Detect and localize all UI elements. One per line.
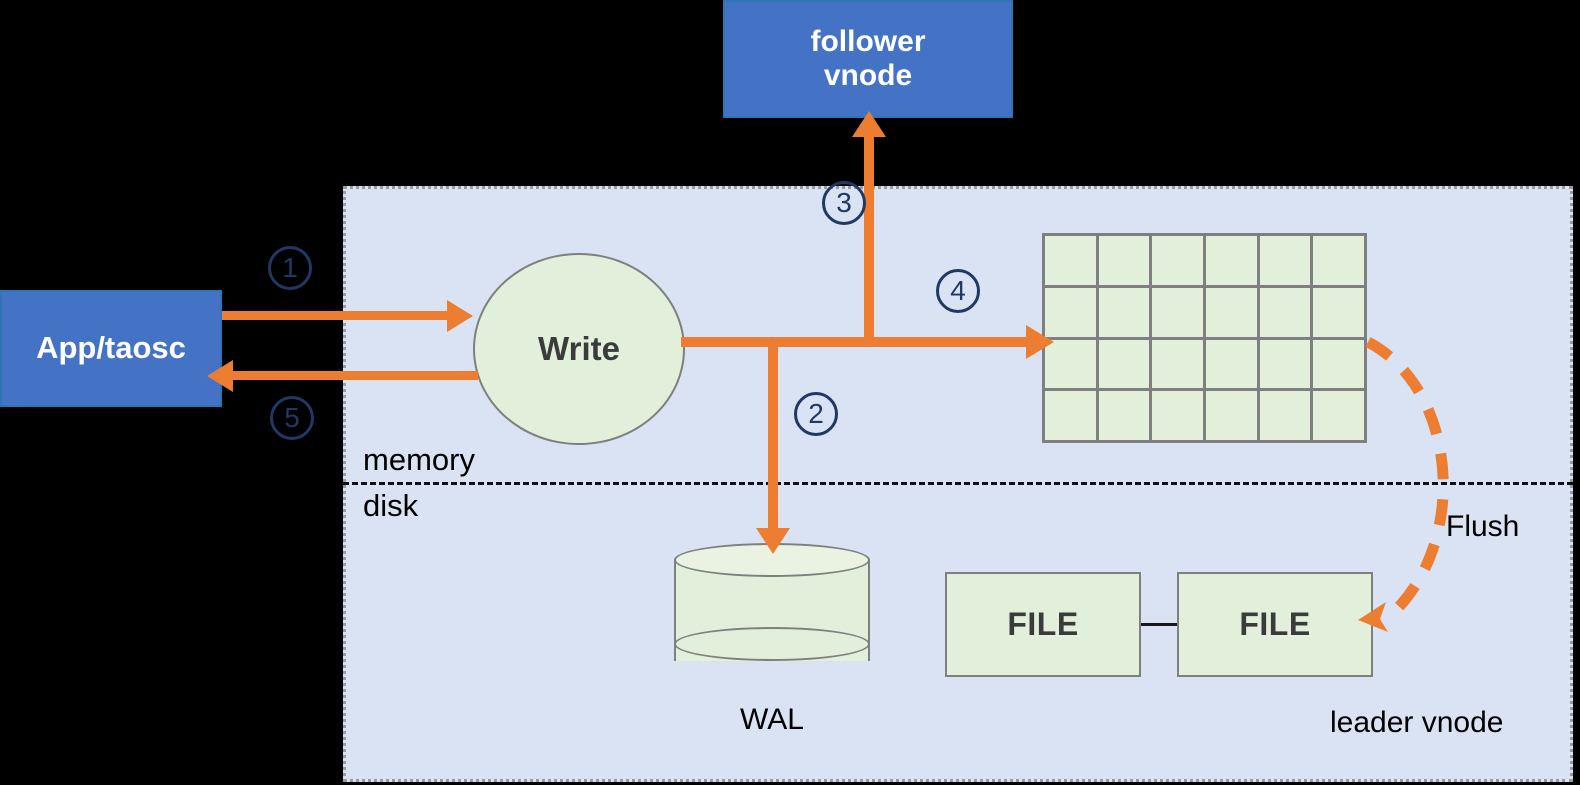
- leader-vnode-label: leader vnode: [1330, 706, 1504, 739]
- edge-write-to-follower: [864, 133, 874, 345]
- edge-write-to-memtable: [681, 337, 1034, 347]
- memtable-grid: [1042, 233, 1367, 443]
- memtable-cell: [1098, 339, 1150, 389]
- memtable-cell: [1259, 287, 1311, 337]
- step-number-3: 3: [822, 181, 866, 225]
- file-box-1[interactable]: FILE: [945, 572, 1141, 677]
- memtable-cell: [1152, 287, 1203, 337]
- memtable-cell: [1152, 339, 1203, 389]
- memtable-cell: [1313, 287, 1364, 337]
- step-number-2: 2: [794, 392, 838, 436]
- follower-vnode-box[interactable]: follower vnode: [723, 0, 1013, 118]
- memtable-cell: [1098, 391, 1150, 440]
- edge-app-to-write: [222, 311, 450, 320]
- memtable-cell: [1098, 287, 1150, 337]
- memory-label: memory: [363, 442, 475, 477]
- edge-write-to-app: [230, 371, 478, 380]
- step-number-1: 1: [268, 246, 312, 290]
- memtable-cell: [1259, 391, 1311, 440]
- memtable-cell: [1152, 236, 1203, 285]
- file-link-line: [1141, 623, 1179, 626]
- arrow-head-icon: [447, 300, 473, 332]
- memtable-cell: [1045, 236, 1096, 285]
- memtable-cell: [1313, 339, 1364, 389]
- memtable-cell: [1259, 339, 1311, 389]
- flush-label: Flush: [1446, 510, 1520, 543]
- step-number-5: 5: [270, 396, 314, 440]
- memtable-cell: [1259, 236, 1311, 285]
- arrow-head-icon: [756, 528, 790, 554]
- disk-label: disk: [363, 488, 419, 523]
- memtable-cell: [1206, 287, 1257, 337]
- memtable-cell: [1313, 391, 1364, 440]
- memtable-cell: [1152, 391, 1203, 440]
- arrow-head-icon: [207, 360, 233, 392]
- memory-disk-divider: [343, 482, 1573, 485]
- memtable-cell: [1098, 236, 1150, 285]
- file-box-2[interactable]: FILE: [1177, 572, 1373, 677]
- memtable-cell: [1206, 236, 1257, 285]
- edge-write-to-wal: [768, 342, 778, 538]
- memtable-cell: [1045, 391, 1096, 440]
- wal-cylinder[interactable]: [674, 543, 870, 678]
- arrow-head-icon: [852, 111, 886, 137]
- arrow-head-icon: [1026, 325, 1054, 359]
- edge-memtable-to-file-flush: [1358, 337, 1449, 632]
- write-node[interactable]: Write: [473, 253, 685, 445]
- step-number-4: 4: [936, 269, 980, 313]
- memtable-cell: [1206, 339, 1257, 389]
- wal-cylinder-bottom: [674, 627, 870, 661]
- wal-label: WAL: [740, 703, 804, 736]
- memtable-cell: [1206, 391, 1257, 440]
- app-taosc-box[interactable]: App/taosc: [0, 290, 222, 407]
- memtable-cell: [1313, 236, 1364, 285]
